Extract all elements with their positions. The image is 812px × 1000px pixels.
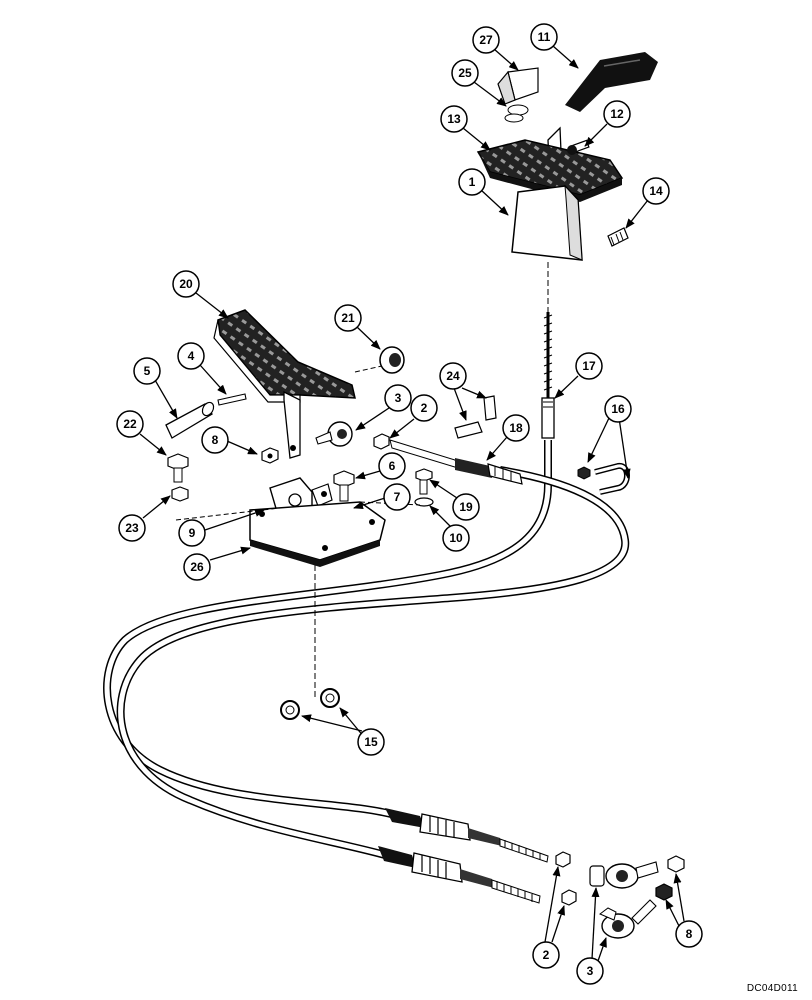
figure-reference-code: DC04D011 (746, 983, 798, 994)
callout-8-lower: 8 (675, 920, 703, 948)
threaded-rod-17 (541, 312, 555, 439)
callout-3-upper: 3 (384, 384, 412, 412)
callout-26: 26 (183, 553, 211, 581)
nut-8-lower-a (667, 855, 685, 873)
callout-label: 16 (611, 402, 625, 416)
spacer-24 (454, 395, 497, 439)
control-cables (103, 440, 630, 859)
nut-23 (171, 486, 189, 502)
callout-7: 7 (383, 483, 411, 511)
callout-14: 14 (642, 177, 670, 205)
nut-2-upper (373, 433, 390, 450)
callout-label: 27 (479, 33, 493, 47)
mounting-bracket-27 (497, 67, 539, 105)
callout-label: 8 (686, 927, 693, 941)
callout-label: 20 (179, 277, 193, 291)
callout-label: 3 (395, 391, 402, 405)
callout-label: 2 (421, 401, 428, 415)
roll-pin-4 (217, 393, 247, 406)
nut-2-lower-a (555, 851, 571, 868)
callout-label: 13 (447, 112, 461, 126)
nut-8-lower-b (655, 883, 673, 901)
callout-9: 9 (178, 519, 206, 547)
dashed-leader-23 (175, 507, 281, 521)
callout-18: 18 (502, 414, 530, 442)
callout-label: 11 (538, 30, 551, 44)
callout-label: 10 (449, 531, 463, 545)
callout-label: 3 (587, 964, 594, 978)
callout-22: 22 (116, 410, 144, 438)
callout-10: 10 (442, 524, 470, 552)
callout-20: 20 (172, 270, 200, 298)
callout-label: 17 (582, 359, 596, 373)
callout-11: 11 (530, 23, 558, 51)
cable-end-upper (385, 808, 549, 863)
callout-21: 21 (334, 304, 362, 332)
grease-fitting-14 (607, 227, 629, 247)
callout-label: 25 (458, 66, 472, 80)
callout-label: 4 (188, 349, 195, 363)
callout-25: 25 (451, 59, 479, 87)
spring-clip-25 (504, 104, 529, 123)
callout-23: 23 (118, 514, 146, 542)
control-housing-1 (511, 184, 583, 261)
callout-label: 15 (364, 735, 378, 749)
callout-label: 1 (469, 175, 476, 189)
callout-label: 8 (212, 433, 219, 447)
nut-2-lower-b (561, 889, 577, 906)
u-bolt-16 (577, 463, 630, 495)
callout-label: 2 (543, 948, 550, 962)
callout-13: 13 (440, 105, 468, 133)
foot-pedal-20 (213, 309, 356, 459)
callout-label: 7 (394, 490, 401, 504)
callout-5: 5 (133, 357, 161, 385)
callout-3-lower: 3 (576, 957, 604, 985)
callout-label: 18 (509, 421, 523, 435)
callout-17: 17 (575, 352, 603, 380)
cable-clamp-18 (389, 439, 523, 485)
callout-label: 14 (649, 184, 663, 198)
callout-label: 23 (125, 521, 139, 535)
pin-5 (165, 401, 215, 439)
callout-2-upper: 2 (410, 394, 438, 422)
callout-label: 19 (459, 500, 473, 514)
callout-12: 12 (603, 100, 631, 128)
washers-15 (280, 688, 340, 720)
ball-joint-3-upper (315, 421, 353, 447)
callout-24: 24 (439, 362, 467, 390)
ball-joint-3-lower-a (589, 861, 659, 889)
callout-label: 26 (190, 560, 204, 574)
callout-8-upper: 8 (201, 426, 229, 454)
callout-label: 5 (144, 364, 151, 378)
bolt-22 (167, 453, 189, 483)
callout-1: 1 (458, 168, 486, 196)
callout-16: 16 (604, 395, 632, 423)
callout-6: 6 (378, 452, 406, 480)
nut-8-upper (261, 447, 279, 464)
callout-label: 9 (189, 526, 196, 540)
callout-4: 4 (177, 342, 205, 370)
callout-27: 27 (472, 26, 500, 54)
cable-end-lower (378, 846, 541, 904)
callout-label: 21 (341, 311, 355, 325)
callout-19: 19 (452, 493, 480, 521)
base-plate-26 (249, 501, 386, 567)
ball-joint-3-lower-b (599, 899, 657, 939)
callout-label: 22 (123, 417, 137, 431)
callout-label: 24 (446, 369, 460, 383)
callout-label: 12 (610, 107, 624, 121)
washer-10 (414, 497, 434, 507)
callout-2-lower: 2 (532, 941, 560, 969)
hand-lever-knob (565, 52, 658, 112)
bushing-21 (379, 346, 405, 374)
bolt-19 (415, 468, 433, 495)
callout-15: 15 (357, 728, 385, 756)
bolt-6 (333, 470, 355, 502)
callout-label: 6 (389, 459, 396, 473)
dashed-leader-21 (354, 365, 383, 373)
callout-leaders (139, 45, 685, 962)
